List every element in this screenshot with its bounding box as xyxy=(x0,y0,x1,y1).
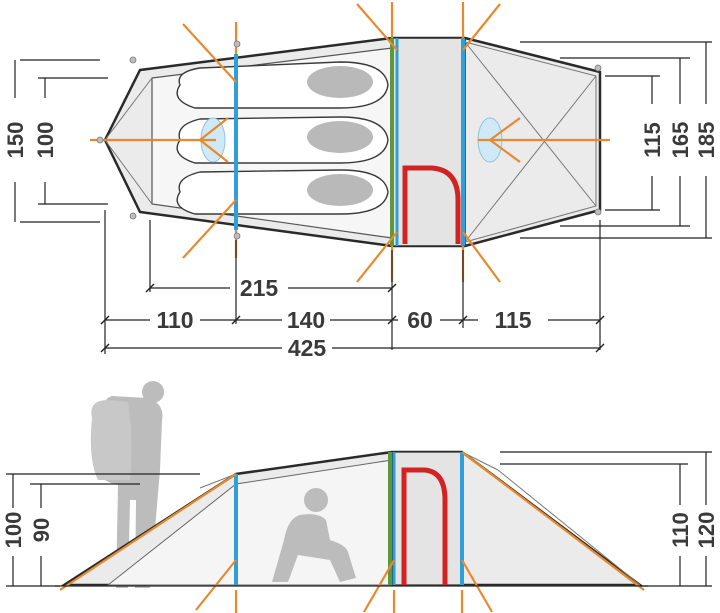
dim-height-right-inner: 110 xyxy=(668,512,693,548)
dim-width-right-middle: 165 xyxy=(668,122,693,159)
side-view: 100 90 110 120 xyxy=(1,381,719,613)
dim-width-right-outer: 185 xyxy=(694,122,719,159)
dim-sleeping-area: 215 xyxy=(240,275,279,301)
dim-height-left-outer: 100 xyxy=(1,512,26,549)
dim-total-length: 425 xyxy=(288,335,327,361)
stakes-plan xyxy=(96,40,602,240)
plan-view: 215 110 140 60 115 425 150 100 115 165 1… xyxy=(3,2,719,361)
dimension-lines-side xyxy=(6,451,712,587)
front-vestibule-seams xyxy=(104,77,153,205)
entrance-door xyxy=(402,165,461,244)
dim-height-right-outer: 120 xyxy=(694,512,719,549)
dim-middle-section: 60 xyxy=(407,307,433,333)
dim-width-left-outer: 150 xyxy=(3,122,28,159)
sitting-person-silhouette xyxy=(272,488,356,582)
dim-vestibule-rear: 115 xyxy=(494,307,531,333)
dim-vestibule-front: 110 xyxy=(156,307,193,333)
dim-height-left-inner: 90 xyxy=(29,518,54,542)
side-door xyxy=(401,467,448,585)
dimension-ticks-plan xyxy=(100,283,605,353)
sleeping-bag-hoods xyxy=(307,66,373,206)
dimension-lines-plan xyxy=(14,41,712,354)
dim-width-left-inner: 100 xyxy=(33,122,58,159)
dim-width-right-inner: 115 xyxy=(640,122,665,158)
dim-inner-cabin: 140 xyxy=(287,307,325,333)
